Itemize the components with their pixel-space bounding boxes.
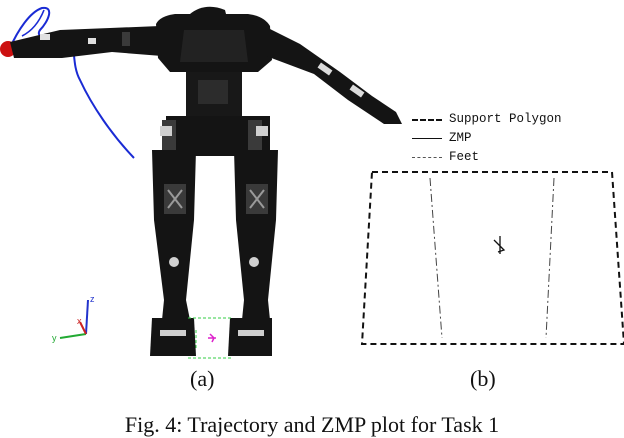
legend-item-support-polygon: Support Polygon [412, 110, 562, 129]
panel-a-label: (a) [190, 366, 215, 391]
support-polygon [360, 171, 624, 345]
robot-right-foot [228, 318, 272, 356]
robot-right-leg [234, 150, 278, 320]
left-foot-outline [429, 177, 443, 339]
legend-label: Support Polygon [449, 112, 562, 126]
zmp-trajectory [493, 236, 506, 254]
figure-caption: Fig. 4: Trajectory and ZMP plot for Task… [124, 412, 500, 437]
robot-left-leg [152, 150, 196, 320]
robot-render [0, 6, 402, 359]
legend-item-zmp: ZMP [412, 129, 562, 148]
dashdot-line-swatch [412, 157, 442, 158]
solid-line-swatch [412, 138, 442, 139]
panel-b-label: (b) [470, 366, 496, 391]
hand-trajectory-curve-2 [21, 9, 45, 37]
support-polygon-outline [188, 317, 232, 359]
robot-left-foot [150, 318, 196, 356]
axis-z-label: z [90, 294, 95, 304]
axis-x-label: x [77, 316, 82, 326]
legend-label: ZMP [449, 131, 472, 145]
legend-item-feet: Feet [412, 148, 562, 167]
legend: Support Polygon ZMP Feet [412, 110, 562, 167]
axis-y-label: y [52, 333, 57, 343]
dashed-line-swatch [412, 118, 442, 121]
support-polygon-plot [360, 171, 624, 345]
robot-right-arm [264, 26, 402, 124]
robot-left-arm [10, 26, 162, 58]
axes-indicator [59, 299, 89, 339]
right-foot-outline [545, 177, 555, 339]
zmp-marker [208, 333, 216, 343]
legend-label: Feet [449, 150, 480, 164]
